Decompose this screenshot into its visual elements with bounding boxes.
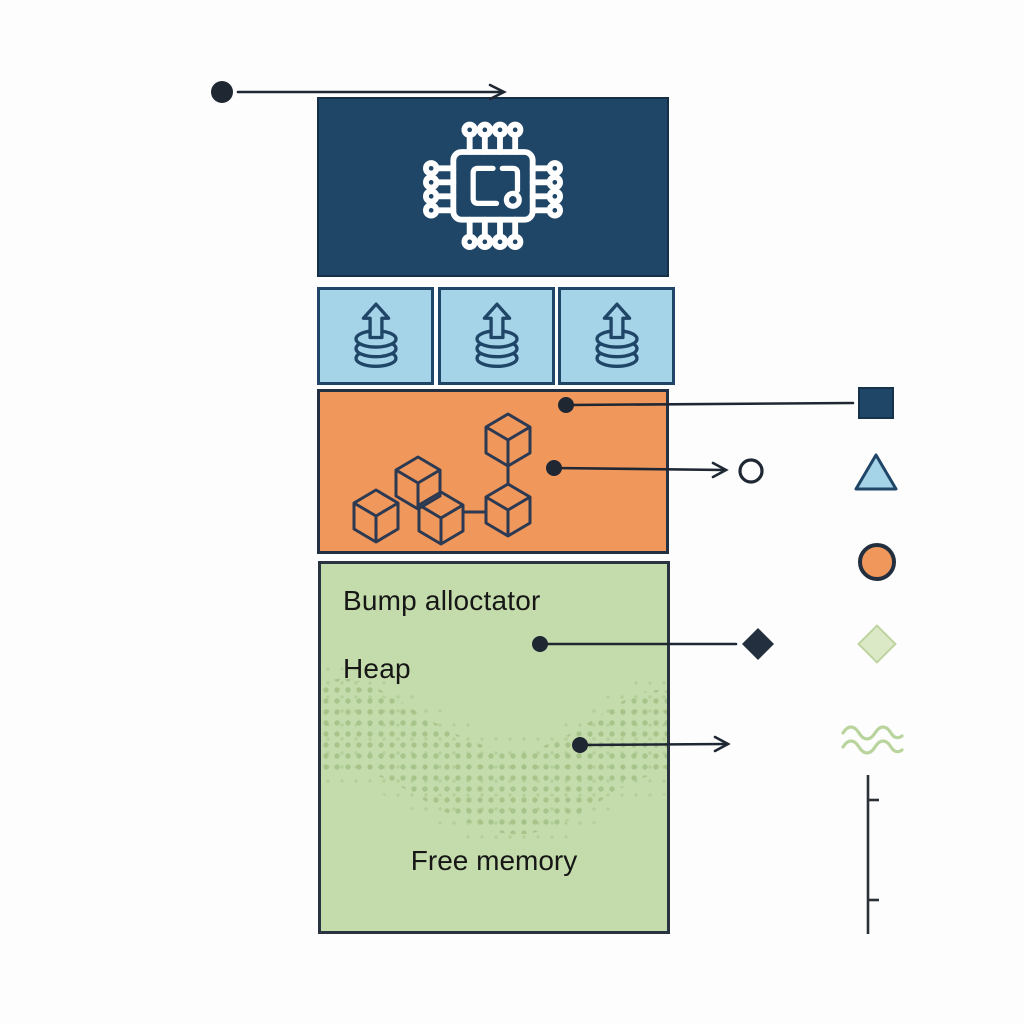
database-upload-icon <box>353 302 398 369</box>
dark-diamond-marker <box>742 628 774 660</box>
legend-green-waves-icon <box>841 725 904 755</box>
open-circle-marker <box>738 458 764 484</box>
free-memory-label: Free memory <box>410 845 578 876</box>
halftone-wave-pattern <box>321 660 667 851</box>
legend-blue-triangle <box>854 453 898 491</box>
blockchain-cubes-icon <box>352 412 532 546</box>
allocated-block <box>317 389 669 554</box>
database-upload-icon <box>594 302 639 369</box>
cpu-chip-icon <box>423 121 563 250</box>
heap-block: Bump alloctator Heap Free memory <box>318 561 670 934</box>
cpu-block <box>317 97 669 277</box>
cache-block-3 <box>558 287 675 385</box>
legend-scale-line <box>866 775 879 934</box>
cache-block-1 <box>317 287 434 385</box>
legend-orange-circle <box>858 543 896 581</box>
heap-label-line2: Heap <box>343 653 411 684</box>
legend-green-diamond <box>857 624 897 664</box>
heap-label: Bump alloctator Heap <box>343 584 541 686</box>
heap-label-line1: Bump alloctator <box>343 585 541 616</box>
cache-row <box>317 287 675 385</box>
cache-block-2 <box>438 287 555 385</box>
database-upload-icon <box>474 302 519 369</box>
legend-navy-square <box>858 387 894 419</box>
